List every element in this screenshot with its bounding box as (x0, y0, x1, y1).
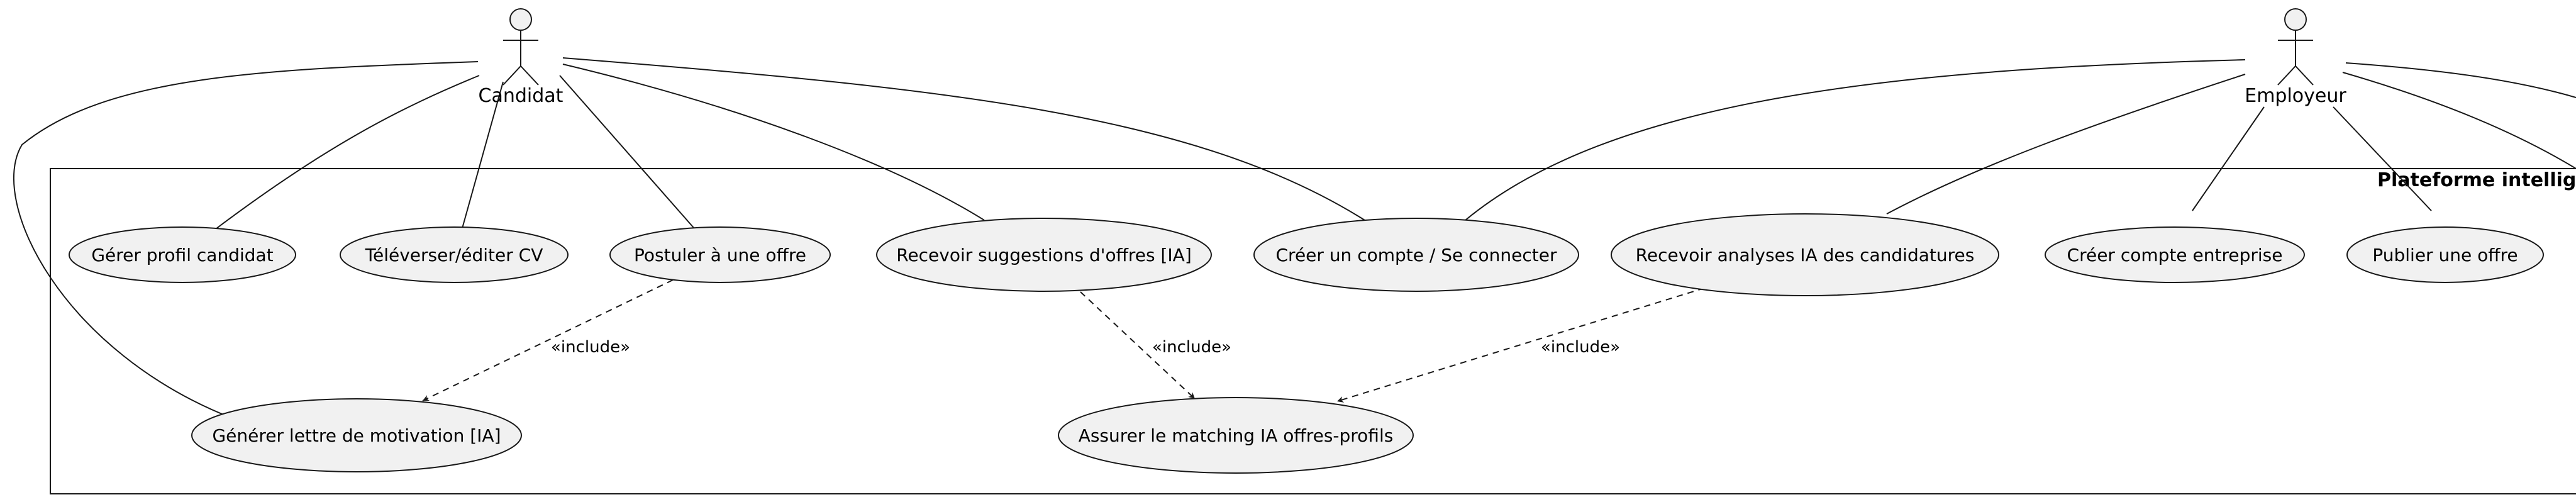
include-label-analyses: «include» (1541, 338, 1620, 357)
use-case-generer-lettre-label: Générer lettre de motivation [IA] (212, 425, 501, 446)
use-case-recevoir-analyses: Recevoir analyses IA des candidatures (1611, 213, 1999, 296)
actor-employeur-head (2284, 8, 2307, 31)
actor-employeur-name: Employeur (2245, 85, 2346, 107)
actor-employeur-body (2277, 30, 2314, 86)
assoc-employeur-offscreen-1 (2342, 72, 2576, 169)
assoc-candidat-televerser-cv (460, 81, 504, 233)
assoc-employeur-publier-offre (2333, 106, 2432, 211)
use-case-publier-offre-label: Publier une offre (2372, 245, 2518, 265)
actor-candidat (502, 8, 539, 86)
use-case-generer-lettre: Générer lettre de motivation [IA] (191, 398, 522, 472)
use-case-recevoir-suggestions: Recevoir suggestions d'offres [IA] (876, 218, 1212, 292)
actor-candidat-head (509, 8, 532, 31)
use-case-creer-compte-label: Créer un compte / Se connecter (1276, 245, 1557, 265)
use-case-creer-compte: Créer un compte / Se connecter (1253, 218, 1579, 292)
assoc-candidat-generer-lettre (13, 61, 479, 419)
assoc-employeur-recevoir-analyses (1886, 74, 2246, 215)
include-analyses-matching (1336, 287, 1705, 403)
employeur-associations (1465, 59, 2576, 221)
include-dependencies (422, 279, 1705, 403)
use-case-postuler-label: Postuler à une offre (634, 245, 806, 265)
assoc-candidat-recevoir-suggestions (562, 64, 985, 221)
system-title: Plateforme intellige (2377, 169, 2576, 191)
include-label-postuler: «include» (551, 338, 630, 357)
assoc-candidat-creer-compte (562, 57, 1365, 221)
use-case-assurer-matching-label: Assurer le matching IA offres-profils (1079, 425, 1394, 446)
include-postuler-generer-lettre (422, 279, 674, 401)
actor-candidat-name: Candidat (479, 85, 564, 107)
use-case-creer-compte-entreprise-label: Créer compte entreprise (2067, 245, 2283, 265)
include-label-suggestions: «include» (1152, 338, 1231, 357)
assoc-candidat-gerer-profil (210, 75, 480, 233)
assoc-candidat-postuler (559, 75, 699, 233)
use-case-televerser-cv: Téléverser/éditer CV (340, 226, 569, 283)
assoc-employeur-creer-compte-entreprise (2192, 106, 2265, 211)
use-case-gerer-profil: Gérer profil candidat (69, 226, 296, 283)
actor-employeur (2277, 8, 2314, 86)
assoc-employeur-creer-compte (1465, 59, 2246, 221)
use-case-gerer-profil-label: Gérer profil candidat (91, 245, 273, 265)
candidat-associations (13, 57, 1365, 419)
use-case-televerser-cv-label: Téléverser/éditer CV (365, 245, 543, 265)
include-suggestions-matching (1080, 291, 1196, 399)
assoc-employeur-offscreen-2 (2345, 62, 2576, 98)
use-case-publier-offre: Publier une offre (2346, 226, 2544, 283)
use-case-creer-compte-entreprise: Créer compte entreprise (2045, 226, 2305, 283)
use-case-assurer-matching: Assurer le matching IA offres-profils (1058, 397, 1414, 474)
include-labels: «include» «include» «include» (551, 338, 1620, 357)
use-case-postuler: Postuler à une offre (609, 226, 831, 283)
use-case-recevoir-suggestions-label: Recevoir suggestions d'offres [IA] (896, 245, 1192, 265)
actor-candidat-body (502, 30, 539, 86)
use-case-recevoir-analyses-label: Recevoir analyses IA des candidatures (1636, 245, 1975, 265)
